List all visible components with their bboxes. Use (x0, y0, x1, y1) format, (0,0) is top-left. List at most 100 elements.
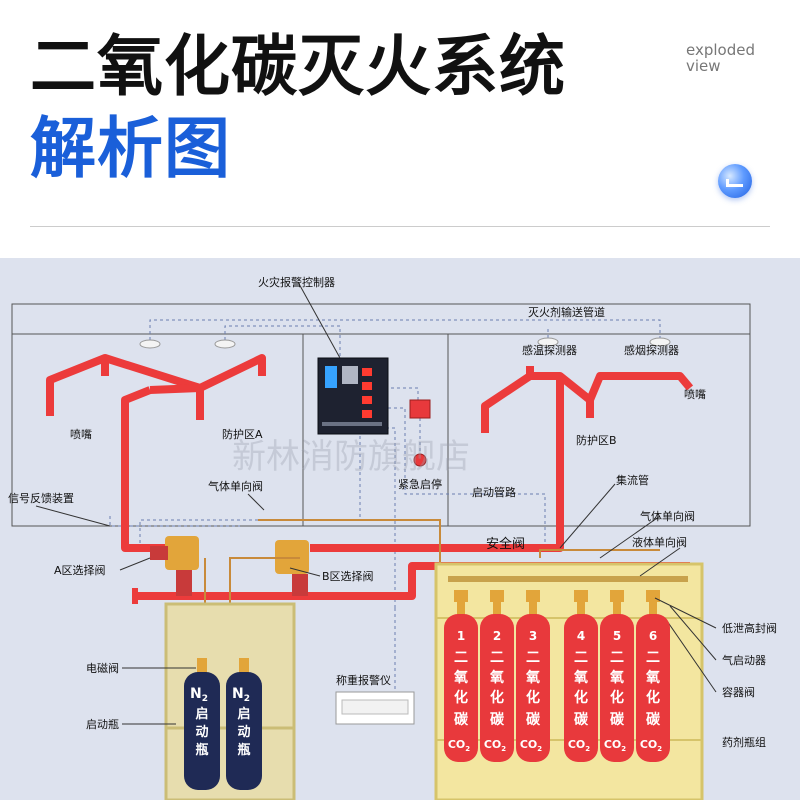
cylinder-number: 3 (529, 629, 537, 643)
caption-line-1: exploded (686, 41, 755, 59)
cylinder-number: 4 (577, 629, 585, 643)
cylinder-number: 2 (493, 629, 501, 643)
label-liquid-check-valve: 液体单向阀 (632, 535, 687, 549)
label-safety-valve: 安全阀 (486, 536, 525, 552)
room-outlines (11, 303, 751, 527)
cylinder-char-4: 碳 (454, 711, 469, 728)
co2-subscript: 2 (501, 745, 506, 753)
smoke-detector-icon (649, 337, 671, 347)
label-signal-feedback: 信号反馈装置 (8, 492, 74, 505)
cylinder-co2-formula: CO2 (568, 738, 590, 753)
cylinder-number: 1 (457, 629, 465, 643)
label-agent-pipe: 灭火剂输送管道 (528, 305, 605, 319)
label-selector-b: B区选择阀 (322, 569, 374, 583)
co2-subscript: 2 (657, 745, 662, 753)
cylinder-char-1: 二 (490, 650, 504, 666)
emergency-stop-box (409, 399, 431, 467)
cylinder-char-2: 氧 (609, 669, 624, 686)
heat-detector-icon (537, 337, 559, 347)
cylinder-char-3: 化 (574, 689, 588, 706)
cylinder-char-3: 化 (490, 689, 504, 706)
co2-cylinder: 5 二氧化碳 CO2 (600, 602, 634, 762)
cylinder-char-1: 二 (574, 650, 588, 666)
label-nozzle-right: 喷嘴 (684, 388, 706, 401)
label-heat-detector: 感温探测器 (522, 344, 577, 357)
leader-lines (35, 281, 717, 725)
cylinder-char-4: 碳 (574, 711, 589, 728)
page-subtitle: 解析图 (30, 110, 231, 187)
cylinder-co2-formula: CO2 (448, 738, 470, 753)
label-emergency-stop: 紧急启停 (398, 477, 442, 491)
cylinder-char-4: 碳 (610, 711, 625, 728)
check-orb-icon (718, 164, 752, 198)
cylinder-char-4: 碳 (526, 711, 541, 728)
n2-char-3: 瓶 (237, 742, 250, 758)
label-low-pressure-seal-valve: 低泄高封阀 (722, 621, 777, 635)
label-gas-check-valve-1: 气体单向阀 (208, 479, 263, 493)
co2-subscript: 2 (465, 745, 470, 753)
cylinder-char-3: 化 (610, 689, 624, 706)
cylinder-char-1: 二 (610, 650, 624, 666)
co2-cylinder: 3 二氧化碳 CO2 (516, 602, 550, 762)
cylinder-co2-formula: CO2 (520, 738, 542, 753)
header-divider (30, 226, 770, 227)
exploded-view-caption: exploded view (686, 42, 755, 74)
cylinder-co2-formula: CO2 (604, 738, 626, 753)
cylinder-char-1: 二 (526, 650, 540, 666)
n2-char-1: 启 (237, 706, 250, 722)
label-zone-a: 防护区A (222, 427, 263, 441)
cylinder-char-2: 氧 (489, 669, 504, 686)
container-valves (448, 576, 688, 602)
cylinder-char-2: 氧 (453, 669, 468, 686)
store-watermark: 新林消防旗舰店 (232, 437, 470, 477)
co2-subscript: 2 (537, 745, 542, 753)
cylinder-co2-formula: CO2 (484, 738, 506, 753)
n2-char-2: 动 (237, 725, 250, 740)
fire-alarm-controller (317, 357, 389, 435)
label-gas-check-valve-2: 气体单向阀 (640, 509, 695, 523)
label-smoke-detector: 感烟探测器 (624, 343, 679, 357)
label-zone-b: 防护区B (576, 433, 617, 447)
label-cylinder-group: 药剂瓶组 (722, 735, 766, 749)
co2-cylinder: 2 二氧化碳 CO2 (480, 602, 514, 762)
cylinder-char-2: 氧 (645, 669, 660, 686)
cylinder-char-1: 二 (454, 650, 468, 666)
n2-char-1: 启 (195, 706, 208, 722)
label-manifold: 集流管 (616, 473, 649, 487)
cylinder-co2-formula: CO2 (640, 738, 662, 753)
label-weighing-alarm: 称重报警仪 (336, 673, 391, 687)
cylinder-char-4: 碳 (646, 711, 661, 728)
co2-subscript: 2 (621, 745, 626, 753)
cylinder-number: 6 (649, 629, 657, 643)
cylinder-char-1: 二 (646, 650, 660, 666)
ceiling-detectors (139, 337, 671, 349)
label-start-cylinder: 启动瓶 (86, 717, 119, 731)
co2-cylinder: 6 二氧化碳 CO2 (636, 602, 670, 762)
co2-cylinder-group: 1二氧化碳CO22二氧化碳CO23二氧化碳CO24二氧化碳CO25二氧化碳CO2… (444, 602, 670, 762)
cylinder-char-3: 化 (526, 689, 540, 706)
weighing-alarm-box (335, 691, 415, 725)
label-start-pipe: 启动管路 (472, 485, 516, 499)
co2-cylinder: 4 二氧化碳 CO2 (564, 602, 598, 762)
label-nozzle-left: 喷嘴 (70, 428, 92, 441)
n2-subscript: 2 (202, 694, 208, 704)
n2-char-3: 瓶 (195, 742, 208, 758)
cylinder-char-2: 氧 (525, 669, 540, 686)
n2-char-2: 动 (195, 725, 208, 740)
cylinder-number: 5 (613, 629, 621, 643)
cylinder-char-2: 氧 (573, 669, 588, 686)
cylinder-char-4: 碳 (490, 711, 505, 728)
label-container-valve: 容器阀 (722, 685, 755, 699)
cylinder-char-3: 化 (646, 689, 660, 706)
cylinder-char-3: 化 (454, 689, 468, 706)
n2-subscript: 2 (244, 694, 250, 704)
page-title: 二氧化碳灭火系统 (30, 28, 566, 105)
co2-subscript: 2 (585, 745, 590, 753)
co2-cylinder: 1 二氧化碳 CO2 (444, 602, 478, 762)
label-pneumatic-actuator: 气启动器 (722, 653, 766, 667)
label-selector-a: A区选择阀 (54, 563, 106, 577)
